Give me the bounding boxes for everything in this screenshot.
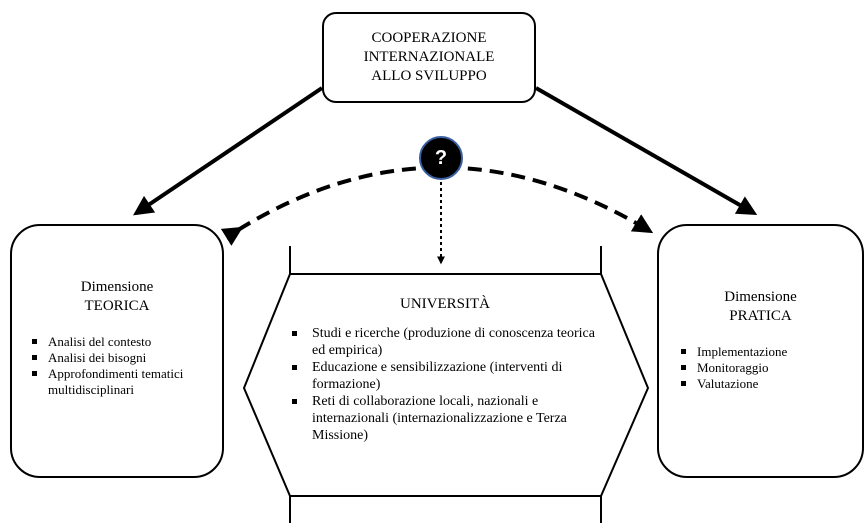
list-item: Implementazione bbox=[681, 344, 861, 360]
list-item: Educazione e sensibilizzazione (interven… bbox=[290, 359, 606, 393]
practical-title: Dimensione PRATICA bbox=[659, 288, 862, 326]
theoretical-dimension-box: Dimensione TEORICA Analisi del contesto … bbox=[10, 224, 224, 478]
list-item: Analisi del contesto bbox=[32, 334, 222, 350]
theoretical-title-line-1: Dimensione bbox=[80, 279, 154, 295]
practical-dimension-box: Dimensione PRATICA Implementazione Monit… bbox=[657, 224, 864, 478]
cooperation-box: COOPERAZIONE INTERNAZIONALE ALLO SVILUPP… bbox=[322, 12, 536, 103]
list-item: Analisi dei bisogni bbox=[32, 350, 222, 366]
theoretical-list: Analisi del contesto Analisi dei bisogni… bbox=[32, 334, 222, 398]
list-item: Reti di collaborazione locali, nazionali… bbox=[290, 393, 606, 444]
practical-list: Implementazione Monitoraggio Valutazione bbox=[681, 344, 861, 392]
university-title: UNIVERSITÀ bbox=[400, 296, 490, 312]
cooperation-line-1: COOPERAZIONE bbox=[371, 30, 487, 46]
cooperation-line-3: ALLO SVILUPPO bbox=[371, 68, 487, 84]
list-item: Studi e ricerche (produzione di conoscen… bbox=[290, 325, 606, 359]
practical-title-line-1: Dimensione bbox=[724, 289, 797, 305]
list-item: Approfondimenti tematici multidisciplina… bbox=[32, 366, 222, 398]
university-list: Studi e ricerche (produzione di conoscen… bbox=[290, 325, 606, 444]
list-item: Valutazione bbox=[681, 376, 861, 392]
list-item: Monitoraggio bbox=[681, 360, 861, 376]
arrow-to-pratica bbox=[535, 86, 758, 215]
practical-title-line-2: PRATICA bbox=[729, 308, 792, 324]
university-shape bbox=[242, 246, 650, 523]
theoretical-title-line-2: TEORICA bbox=[84, 298, 150, 314]
arrow-to-teorica bbox=[133, 86, 324, 216]
question-mark-icon: ? bbox=[419, 136, 463, 180]
cooperation-line-2: INTERNAZIONALE bbox=[363, 49, 495, 65]
theoretical-title: Dimensione TEORICA bbox=[12, 278, 222, 316]
